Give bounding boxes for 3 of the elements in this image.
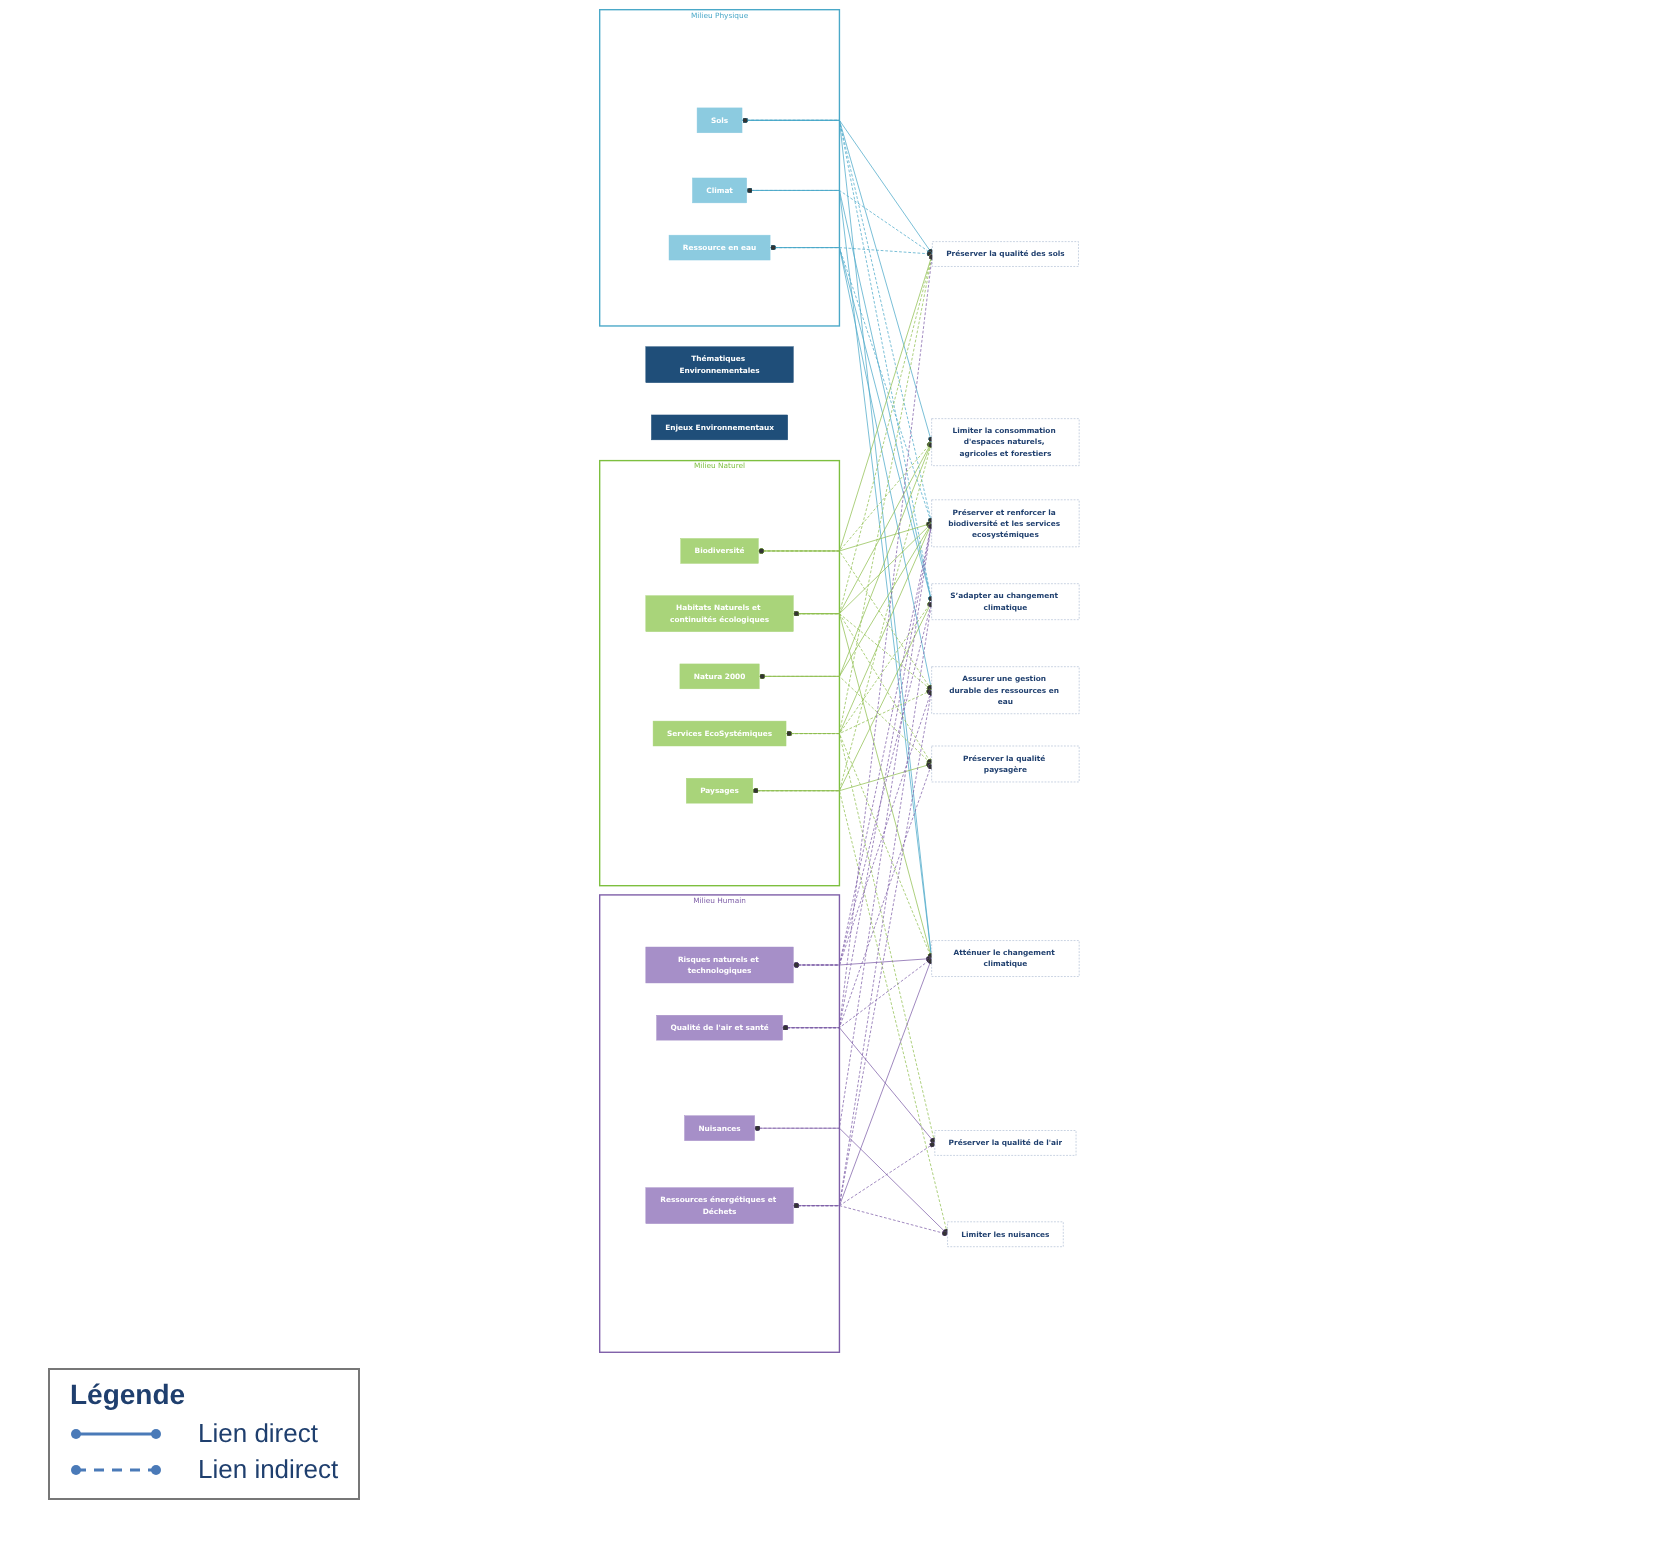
legend-text: Lien indirect	[198, 1454, 339, 1484]
legend-title: Légende	[70, 1378, 188, 1410]
legend-text: Lien direct	[198, 1418, 318, 1448]
